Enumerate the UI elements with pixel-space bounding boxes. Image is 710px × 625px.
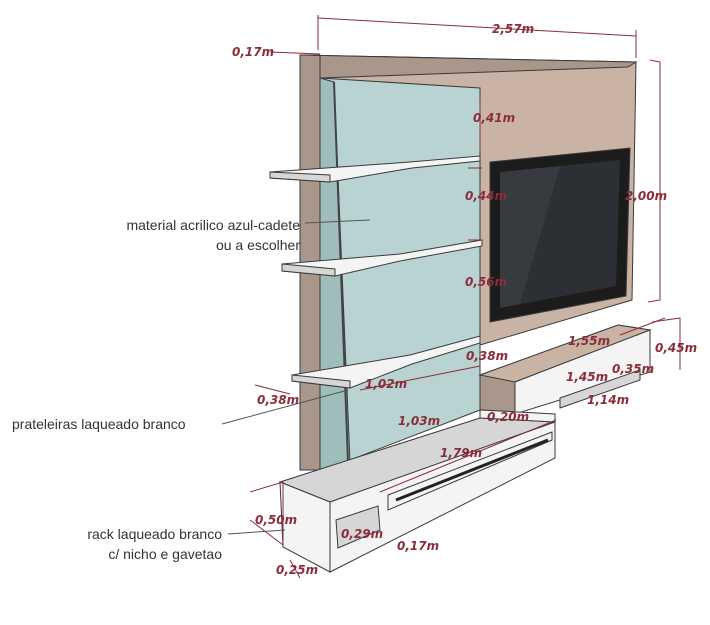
shelf-top xyxy=(269,155,481,183)
dim-shelf-gap-1: 0,44m xyxy=(465,189,507,203)
dim-tv-rack-depth: 0,45m xyxy=(655,341,697,355)
drawer-handle xyxy=(395,438,549,502)
acrylic-label-line1: material acrilico azul-cadete xyxy=(126,217,300,233)
dimension-lines xyxy=(249,15,681,579)
dim-shelf-depth-right: 0,38m xyxy=(466,349,508,363)
shelves-leader xyxy=(221,389,349,425)
dim-rack-length: 1,79m xyxy=(440,446,482,460)
dim-rack-depth: 0,50m xyxy=(255,513,297,527)
main-rack xyxy=(278,409,556,573)
shelf-middle xyxy=(281,239,483,277)
rack-step xyxy=(479,409,556,423)
main-rack-side xyxy=(279,481,331,573)
rack-label-line1: rack laqueado branco xyxy=(87,526,222,542)
rack-niche xyxy=(335,505,381,549)
rack-leader xyxy=(227,529,286,535)
tv-rack xyxy=(478,324,652,415)
dim-top-gap: 0,41m xyxy=(473,111,515,125)
shelf-bottom xyxy=(291,335,481,389)
dim-shelf-length: 1,02m xyxy=(365,377,407,391)
dim-drawer-width: 1,14m xyxy=(587,393,629,407)
dim-panel-depth: 0,17m xyxy=(232,45,274,59)
dim-rack-height: 0,25m xyxy=(276,563,318,577)
dim-tv-rack-width: 1,55m xyxy=(568,334,610,348)
dim-tv-rack-inner-depth: 0,35m xyxy=(612,362,654,376)
tv-rack-drawer xyxy=(559,369,641,409)
dim-total-height: 2,00m xyxy=(625,189,667,203)
acrylic-leader xyxy=(304,219,371,224)
shelves-label: prateleiras laqueado branco xyxy=(12,416,186,432)
rack-label-line2: c/ nicho e gavetao xyxy=(108,546,222,562)
dim-tv-rack-inner: 1,45m xyxy=(566,370,608,384)
dim-drawer-height: 0,17m xyxy=(397,539,439,553)
dim-shelf-depth-left: 0,38m xyxy=(257,393,299,407)
wood-panel-top-edge xyxy=(299,54,638,79)
dim-total-width: 2,57m xyxy=(492,22,534,36)
acrylic-label-line2: ou a escolher xyxy=(216,237,300,253)
dim-niche-height: 0,29m xyxy=(341,527,383,541)
dim-rack-step-height: 0,20m xyxy=(487,410,529,424)
tv-screen xyxy=(489,147,631,323)
dim-acrylic-width: 1,03m xyxy=(398,414,440,428)
dim-shelf-gap-2: 0,56m xyxy=(465,275,507,289)
